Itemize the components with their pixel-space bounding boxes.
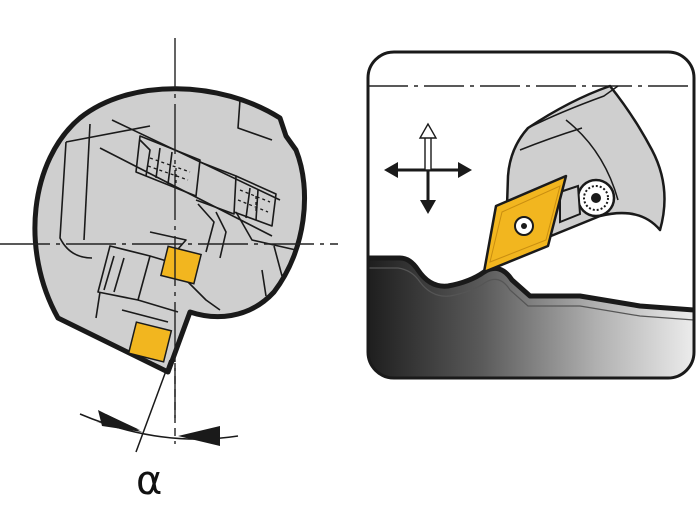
angle-leg-slanted [135, 359, 171, 453]
insert-screw-center [521, 223, 527, 229]
right-frame [366, 50, 696, 380]
holder-internal-lines [59, 99, 297, 323]
tool-holder-inner-curve [565, 119, 619, 201]
insert-upper [159, 245, 203, 285]
feed-direction-arrows [384, 122, 472, 214]
clamp-details [147, 157, 271, 214]
left-arrow [98, 410, 142, 432]
right-arrow [178, 426, 220, 446]
workpiece-edge [368, 255, 694, 313]
workpiece-surface-line [368, 267, 694, 321]
clamp-screw-center [591, 193, 601, 203]
cutting-insert-inner [489, 185, 561, 263]
left-figure: α [0, 38, 338, 504]
insert-lower [127, 321, 173, 363]
holder-body [32, 86, 307, 375]
centerlines [0, 38, 338, 444]
angle-label: α [136, 458, 162, 504]
workpiece [368, 258, 694, 378]
right-figure [366, 50, 696, 380]
clamp-lever [559, 184, 582, 224]
angle-indicator: α [79, 359, 239, 504]
tool-holder-top-edge [527, 85, 619, 129]
clamp-screw-head [583, 185, 609, 211]
tool-holder-facet [519, 127, 583, 151]
